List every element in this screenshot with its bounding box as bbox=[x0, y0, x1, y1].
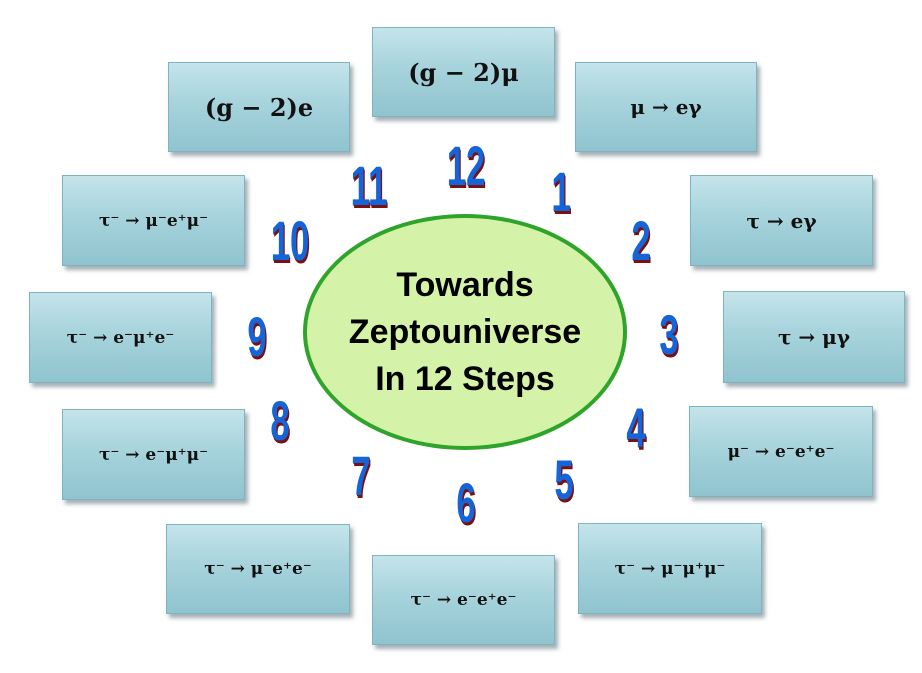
box-g2-e: (g − 2)e bbox=[168, 62, 350, 152]
title-line-2: Zeptouniverse bbox=[348, 312, 582, 351]
numeral-8: 8 bbox=[270, 389, 290, 452]
box-tau-to-e-gamma: τ → eγ bbox=[690, 175, 873, 266]
numeral-6: 6 bbox=[456, 471, 476, 534]
box-tau-to-mumumu: τ⁻ → μ⁻μ⁺μ⁻ bbox=[578, 523, 762, 614]
box-tau-to-emue-label: τ⁻ → e⁻μ⁺e⁻ bbox=[66, 327, 175, 348]
box-mu-to-eee-label: μ⁻ → e⁻e⁺e⁻ bbox=[727, 441, 835, 462]
box-tau-to-muee-label: τ⁻ → μ⁻e⁺e⁻ bbox=[204, 559, 312, 579]
box-tau-to-muemu: τ⁻ → μ⁻e⁺μ⁻ bbox=[62, 175, 245, 266]
box-tau-to-emue: τ⁻ → e⁻μ⁺e⁻ bbox=[29, 292, 212, 383]
numeral-3: 3 bbox=[659, 303, 679, 366]
title-ellipse: Towards Zeptouniverse In 12 Steps bbox=[303, 214, 627, 450]
numeral-11: 11 bbox=[350, 154, 388, 217]
box-tau-to-mu-gamma-label: τ → μγ bbox=[778, 325, 850, 349]
box-tau-to-mumumu-label: τ⁻ → μ⁻μ⁺μ⁻ bbox=[614, 558, 726, 579]
box-mu-to-e-gamma-label: μ → eγ bbox=[630, 95, 702, 119]
box-tau-to-e-gamma-label: τ → eγ bbox=[746, 208, 817, 233]
box-tau-to-eee-label: τ⁻ → e⁻e⁺e⁻ bbox=[410, 590, 517, 610]
numeral-9: 9 bbox=[247, 305, 267, 368]
numeral-1: 1 bbox=[551, 160, 571, 223]
numeral-12: 12 bbox=[446, 134, 486, 197]
box-tau-to-eee: τ⁻ → e⁻e⁺e⁻ bbox=[372, 555, 555, 645]
box-tau-to-mu-gamma: τ → μγ bbox=[723, 291, 905, 383]
box-mu-to-eee: μ⁻ → e⁻e⁺e⁻ bbox=[689, 406, 873, 497]
box-g2-mu-label: (g − 2)μ bbox=[408, 57, 519, 87]
numeral-5: 5 bbox=[554, 448, 574, 511]
box-g2-e-label: (g − 2)e bbox=[204, 92, 314, 122]
numeral-10: 10 bbox=[270, 209, 310, 272]
numeral-4: 4 bbox=[626, 396, 646, 459]
title-line-3: In 12 Steps bbox=[375, 359, 555, 398]
box-tau-to-muemu-label: τ⁻ → μ⁻e⁺μ⁻ bbox=[98, 210, 209, 231]
box-mu-to-e-gamma: μ → eγ bbox=[575, 62, 757, 152]
box-tau-to-emumu-label: τ⁻ → e⁻μ⁺μ⁻ bbox=[98, 444, 209, 465]
title-line-1: Towards bbox=[396, 265, 534, 304]
box-tau-to-emumu: τ⁻ → e⁻μ⁺μ⁻ bbox=[62, 409, 245, 500]
box-tau-to-muee: τ⁻ → μ⁻e⁺e⁻ bbox=[166, 524, 350, 614]
numeral-7: 7 bbox=[351, 444, 371, 507]
numeral-2: 2 bbox=[631, 209, 651, 272]
box-g2-mu: (g − 2)μ bbox=[372, 27, 555, 117]
